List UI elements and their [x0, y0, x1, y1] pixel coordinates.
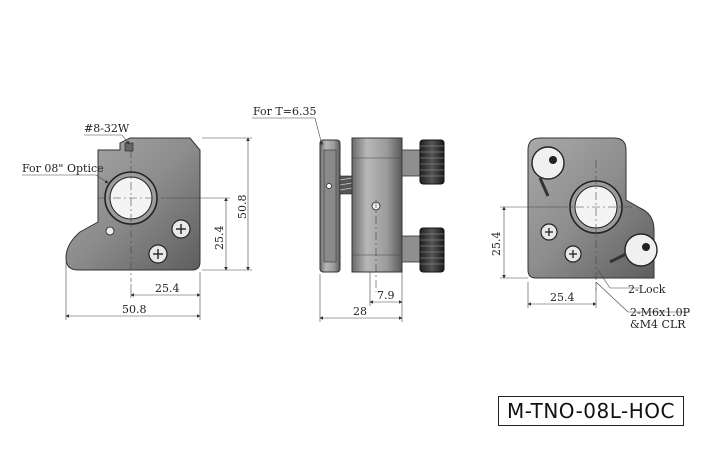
- dim-front-half-width: 25.4: [155, 282, 180, 295]
- thickness-label: For T=6.35: [253, 105, 316, 118]
- lock-knob-icon[interactable]: [609, 233, 658, 267]
- dim-rear-half-width: 25.4: [550, 291, 575, 304]
- front-view: [22, 134, 252, 320]
- part-number-box: M-TNO-08L-HOC: [498, 396, 684, 426]
- dim-front-width: 50.8: [122, 303, 147, 316]
- dim-front-center-height: 25.4: [213, 226, 226, 251]
- dim-front-height: 50.8: [236, 195, 249, 220]
- rear-view: [500, 137, 690, 313]
- adjuster-knob-icon[interactable]: [419, 139, 445, 185]
- lock-knob-icon[interactable]: [531, 146, 565, 197]
- phillips-screw-icon: [564, 245, 582, 263]
- side-view: [252, 117, 445, 322]
- optic-label: For 08" Optice: [22, 162, 104, 175]
- thread-label: #8-32W: [84, 122, 130, 135]
- dim-side-offset: 7.9: [377, 289, 395, 302]
- mount-thread-label: 2-M6x1.0P: [630, 306, 691, 319]
- phillips-screw-icon: [540, 223, 558, 241]
- setscrew-top: [124, 142, 134, 152]
- dim-side-depth: 28: [353, 305, 367, 318]
- dim-rear-center-height: 25.4: [490, 232, 503, 257]
- phillips-screw-icon: [171, 219, 191, 239]
- setscrew-hole: [105, 226, 115, 236]
- mount-clearance-label: &M4 CLR: [630, 318, 686, 331]
- phillips-screw-icon: [148, 244, 168, 264]
- lock-label: 2-Lock: [628, 283, 666, 296]
- spring-icon: [339, 175, 353, 195]
- adjuster-knob-icon[interactable]: [419, 227, 445, 273]
